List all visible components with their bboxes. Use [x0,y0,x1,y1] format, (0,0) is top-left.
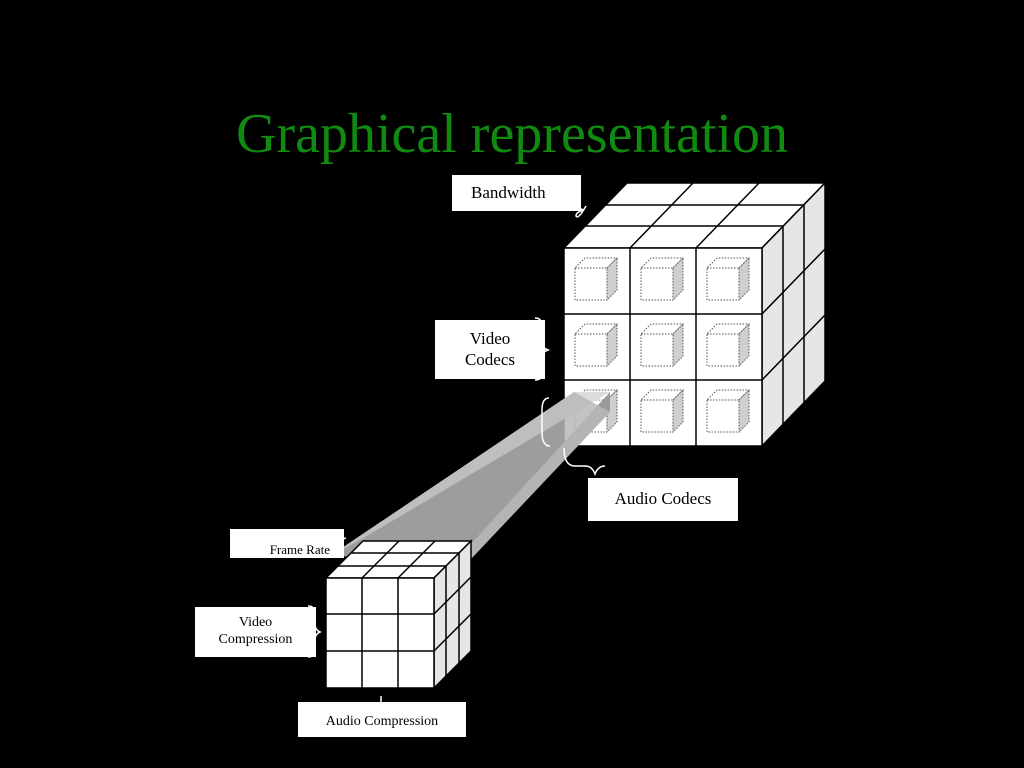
audio-codecs-brace [563,447,606,477]
inner-cube-front [640,333,674,367]
video-compression-label-line1: Video [238,615,273,631]
inner-cube-side [672,322,684,368]
inner-cube-front [706,399,740,433]
inner-cube-front [574,267,608,301]
video-codecs-label-line2: Codecs [464,349,516,369]
projection-beam [330,392,610,560]
video-compression-label-line2: Compression [218,632,293,647]
small-cube-front-face [325,577,435,689]
inner-cube-side [672,388,684,434]
large-cube-right-grid [761,205,826,424]
inner-cube-side [738,256,750,302]
video-codecs-label-line1: Video [469,329,511,349]
inner-cube-side [672,256,684,302]
audio-codecs-label: Audio Codecs [588,478,738,521]
beam-side-face [330,392,610,560]
inner-cube-front [640,267,674,301]
small-cube-top-grid [338,540,459,579]
inner-cube-side [606,322,618,368]
large-cube-top-grid [585,182,804,249]
small-cube [324,539,473,690]
inner-cube-front [640,399,674,433]
video-codecs-label: Video Codecs [435,320,545,379]
inner-cube-front [706,267,740,301]
small-cube-right-grid [433,553,472,676]
inner-cube-front [706,333,740,367]
small-cube-front-grid [326,578,434,688]
inner-cube-side [606,256,618,302]
bandwidth-label: Bandwidth [452,175,581,211]
video-compression-label: Video Compression [195,607,316,657]
inner-cube-side [738,322,750,368]
inner-cube-front [574,333,608,367]
large-cube-front-grid [564,248,762,446]
left-brace-large [541,397,551,447]
audio-compression-label: Audio Compression [298,702,466,737]
frame-rate-label: Frame Rate [230,529,344,558]
slide-title: Graphical representation [236,103,788,165]
inner-cube-side [738,388,750,434]
